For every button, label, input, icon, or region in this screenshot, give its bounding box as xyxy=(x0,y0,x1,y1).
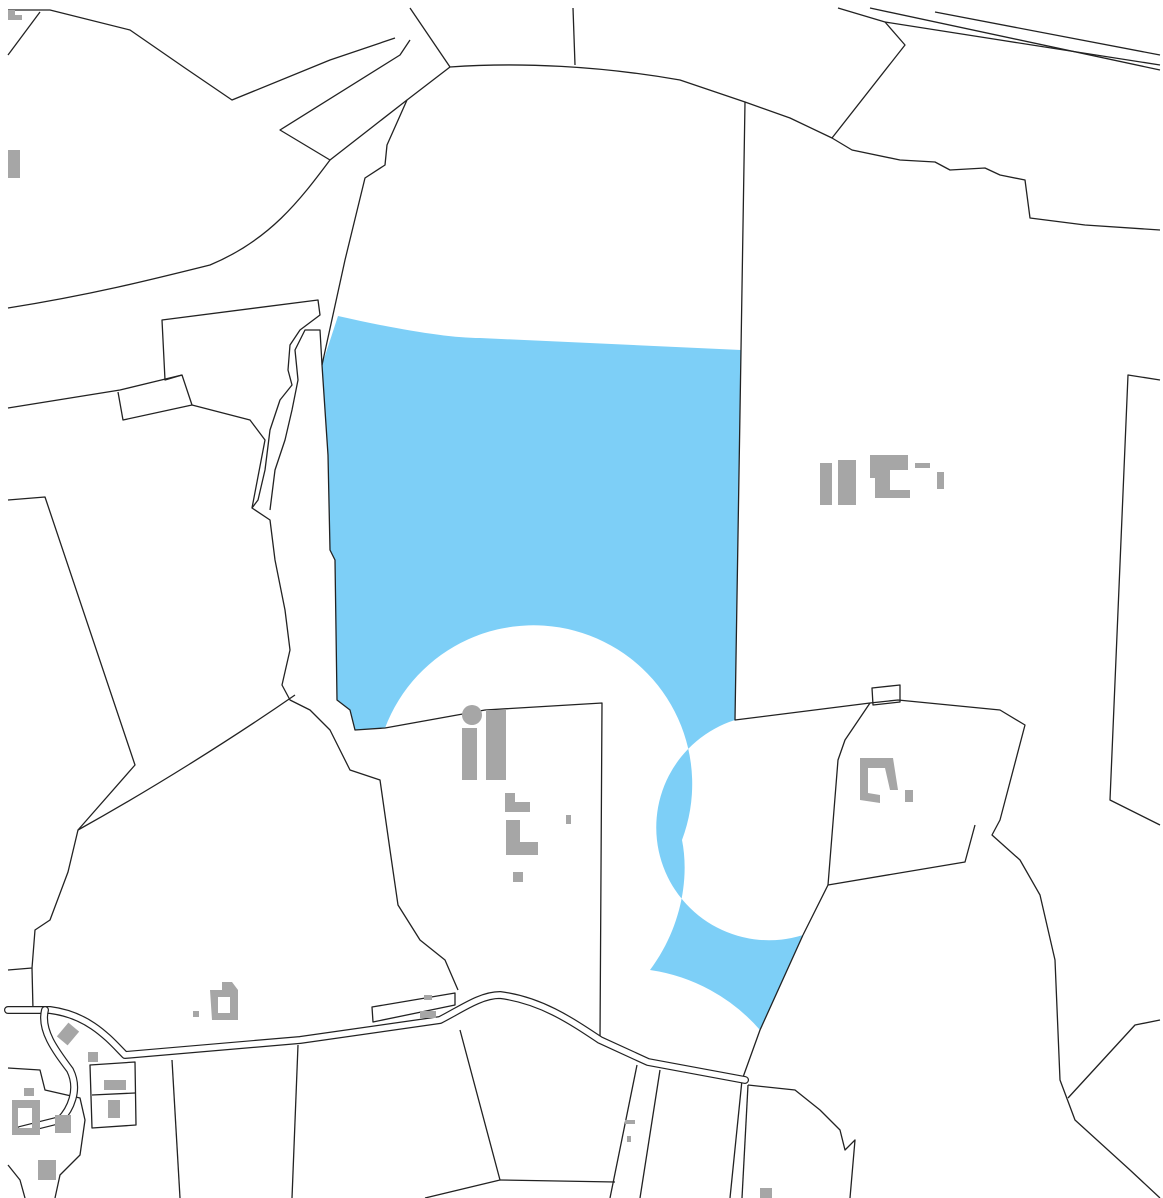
parcel-boundary-e3[interactable] xyxy=(827,702,871,886)
highlighted-parcel[interactable] xyxy=(322,316,803,1030)
parcel-sw-block[interactable] xyxy=(89,1061,137,1129)
parcel-south-6[interactable] xyxy=(639,1069,661,1198)
parcel-ne-top3[interactable] xyxy=(934,11,1161,56)
road-branch-surface xyxy=(17,1007,77,1133)
road-surface xyxy=(5,992,748,1083)
parcel-sw-outline[interactable] xyxy=(31,967,34,1011)
parcel-boundary-se[interactable] xyxy=(741,934,804,1081)
building xyxy=(513,872,523,882)
building xyxy=(627,1136,631,1142)
parcel-south-9[interactable] xyxy=(747,1084,856,1198)
parcel-west-channel[interactable] xyxy=(191,404,459,991)
building xyxy=(55,1115,71,1133)
building xyxy=(193,1011,199,1017)
building xyxy=(38,1160,56,1180)
parcel-west-arc[interactable] xyxy=(7,159,331,309)
parcel-south-1[interactable] xyxy=(171,1059,181,1198)
parcel-south-8[interactable] xyxy=(741,1084,749,1198)
building xyxy=(12,1100,40,1135)
building xyxy=(8,10,22,20)
parcel-main-outline[interactable] xyxy=(321,364,603,1041)
parcel-south-2[interactable] xyxy=(291,1044,299,1198)
buildings xyxy=(8,10,944,1198)
building xyxy=(870,455,910,498)
parcel-boundary-e2[interactable] xyxy=(802,824,976,936)
building xyxy=(104,1080,126,1090)
building xyxy=(625,1120,635,1124)
parcel-east-edge[interactable] xyxy=(734,349,1161,1198)
building xyxy=(462,705,482,725)
parcel-north-field[interactable] xyxy=(321,64,746,366)
building xyxy=(760,1188,772,1198)
building xyxy=(24,1088,34,1096)
parcel-small-box[interactable] xyxy=(871,684,901,706)
building xyxy=(420,1011,436,1018)
building xyxy=(210,982,238,1020)
building xyxy=(566,815,571,824)
parcel-east-strip[interactable] xyxy=(1109,374,1161,826)
parcel-nw-wedge[interactable] xyxy=(279,39,411,161)
building xyxy=(88,1052,98,1062)
building xyxy=(838,460,856,505)
building xyxy=(915,463,930,468)
building xyxy=(108,1100,120,1118)
parcel-sw-corner2[interactable] xyxy=(7,1164,26,1198)
building xyxy=(424,995,432,1000)
parcel-nw-left[interactable] xyxy=(7,11,41,56)
building xyxy=(505,793,530,812)
parcel-west-channel2[interactable] xyxy=(269,329,323,511)
building xyxy=(905,790,913,802)
building xyxy=(8,150,20,178)
building xyxy=(860,758,898,803)
parcel-south-4[interactable] xyxy=(499,1179,616,1183)
parcel-sw-field[interactable] xyxy=(77,694,296,831)
building xyxy=(506,820,538,855)
parcel-nw-long[interactable] xyxy=(8,9,396,101)
parcel-west-field2[interactable] xyxy=(161,299,321,509)
parcel-north-vertical[interactable] xyxy=(572,7,576,66)
parcel-nw-top[interactable] xyxy=(409,7,451,68)
parcel-ne-diagonal[interactable] xyxy=(831,7,906,139)
parcel-ne-top2[interactable] xyxy=(869,7,1161,71)
parcel-west-field[interactable] xyxy=(7,374,193,421)
road-edge xyxy=(4,991,749,1084)
parcel-ne-top[interactable] xyxy=(884,21,1161,66)
building xyxy=(486,710,506,780)
building xyxy=(937,472,944,489)
parcel-sw-block-line[interactable] xyxy=(91,1092,136,1096)
building xyxy=(56,1022,80,1046)
parcel-south-10[interactable] xyxy=(1067,1019,1161,1099)
parcel-boundaries xyxy=(7,7,1161,1198)
building xyxy=(820,463,832,505)
parcel-sw-corner[interactable] xyxy=(7,1067,86,1198)
parcel-south-3[interactable] xyxy=(424,1029,501,1198)
parcel-south-5[interactable] xyxy=(609,1064,638,1198)
road xyxy=(4,991,749,1134)
parcel-north-east[interactable] xyxy=(744,101,1161,231)
building xyxy=(462,728,477,780)
parcel-south-7[interactable] xyxy=(729,1079,743,1198)
parcel-far-west[interactable] xyxy=(7,496,136,971)
